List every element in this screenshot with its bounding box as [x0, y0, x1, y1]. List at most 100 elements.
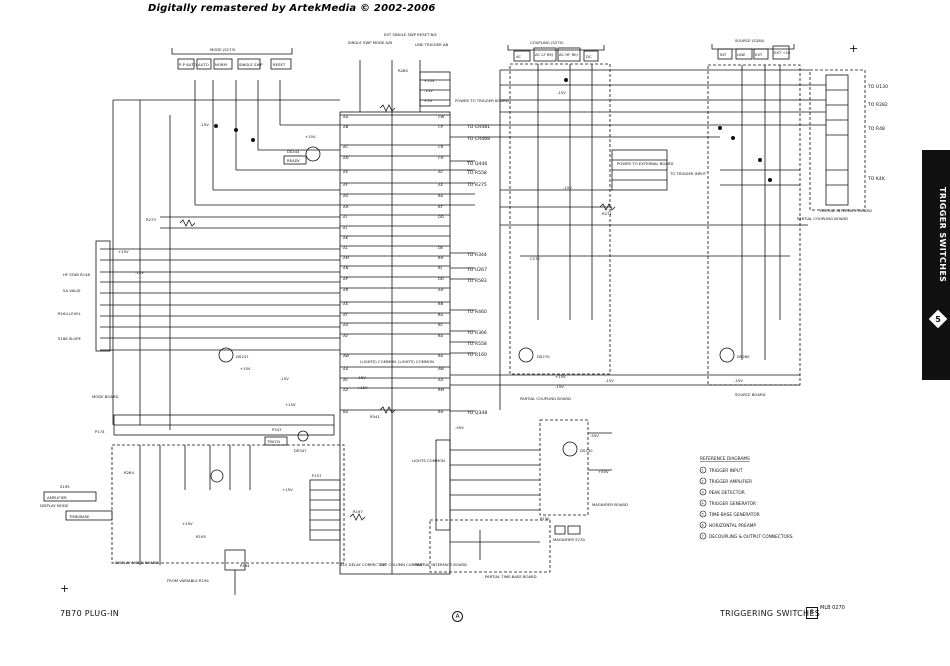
svg-text:AE: AE — [343, 169, 349, 174]
svg-text:1: 1 — [702, 469, 704, 473]
svg-text:DS730: DS730 — [580, 448, 593, 453]
svg-text:R273: R273 — [146, 217, 156, 222]
mode-button-single — [237, 58, 261, 70]
svg-text:+15V: +15V — [357, 385, 368, 390]
schematic-drawing: MODE (S273) P-P AUTO AUTO NORM SINGLE SW… — [40, 32, 888, 595]
svg-text:NORM: NORM — [215, 62, 227, 67]
svg-text:+15V: +15V — [282, 487, 293, 492]
svg-text:5: 5 — [935, 315, 941, 324]
svg-text:AE: AE — [438, 182, 444, 187]
svg-text:AC HF REJ: AC HF REJ — [559, 52, 578, 57]
source-button-ext10 — [772, 45, 790, 60]
svg-text:R541: R541 — [370, 414, 380, 419]
svg-text:-15V: -15V — [555, 384, 564, 389]
svg-text:P347: P347 — [272, 427, 282, 432]
svg-text:-15V: -15V — [734, 378, 743, 383]
svg-text:TO R558: TO R558 — [466, 341, 487, 347]
svg-text:TO R48: TO R48 — [867, 126, 885, 132]
svg-text:EXT COLUMN CURRENT: EXT COLUMN CURRENT — [380, 562, 425, 567]
svg-text:TO R344: TO R344 — [466, 252, 487, 258]
svg-text:PARTIAL COUPLING BOARD: PARTIAL COUPLING BOARD — [797, 216, 848, 221]
svg-text:+15V: +15V — [118, 249, 129, 254]
svg-text:TO Q446: TO Q446 — [466, 161, 487, 167]
svg-text:3: 3 — [702, 491, 704, 495]
section-tab — [922, 150, 950, 380]
svg-text:R264: R264 — [124, 470, 134, 475]
svg-text:EXT ÷10: EXT ÷10 — [774, 50, 791, 55]
svg-text:COUPLING (S270): COUPLING (S270) — [530, 40, 564, 45]
svg-text:AW: AW — [343, 353, 349, 358]
svg-text:AX: AX — [343, 366, 349, 371]
svg-text:TO R282: TO R282 — [867, 102, 888, 108]
svg-text:AY: AY — [343, 377, 348, 382]
svg-text:AP: AP — [343, 276, 349, 281]
svg-text:BA: BA — [438, 333, 444, 338]
svg-text:BH: BH — [438, 409, 444, 414]
svg-text:-50V: -50V — [590, 433, 599, 438]
coupling-button-achf — [557, 47, 581, 62]
svg-text:P-P AUTO: P-P AUTO — [179, 62, 197, 67]
svg-text:AW: AW — [438, 366, 444, 371]
svg-text:AF: AF — [343, 182, 348, 187]
svg-text:AA: AA — [343, 114, 349, 119]
svg-text:-15V: -15V — [280, 376, 289, 381]
svg-text:BH: BH — [438, 255, 444, 260]
svg-text:AR: AR — [343, 287, 349, 292]
svg-text:TO U267: TO U267 — [466, 267, 487, 273]
svg-text:B10 DELAY CORRECTOR: B10 DELAY CORRECTOR — [340, 562, 386, 567]
remaster-credit: Digitally remastered by ArtekMedia © 200… — [148, 3, 436, 14]
svg-text:AC: AC — [438, 169, 444, 174]
svg-text:AH: AH — [438, 287, 444, 292]
svg-text:TO K4K: TO K4K — [867, 176, 886, 182]
svg-text:TO R160: TO R160 — [466, 352, 487, 358]
trig-box — [264, 436, 288, 446]
svg-text:MAGNIFIER S730: MAGNIFIER S730 — [553, 537, 585, 542]
section-number-icon: 5 — [927, 308, 949, 330]
ds347 — [297, 430, 309, 442]
svg-text:DC: DC — [586, 54, 592, 59]
svg-text:AC LF REJ: AC LF REJ — [535, 52, 553, 57]
svg-text:SOURCE (S280): SOURCE (S280) — [735, 38, 765, 43]
mode-button-pp-auto — [177, 58, 195, 70]
partial-timebase-board — [429, 519, 551, 573]
svg-text:-15V: -15V — [557, 90, 566, 95]
reference-diagrams: REFERENCE DIAGRAMS 1 2 3 4 5 6 7 TRIGGER… — [699, 456, 793, 540]
svg-text:-15V: -15V — [563, 185, 572, 190]
svg-text:P157: P157 — [312, 473, 322, 478]
svg-text:TIME/BASE: TIME/BASE — [68, 514, 90, 519]
coupling-button-dc — [583, 50, 599, 62]
svg-text:R195: R195 — [196, 534, 206, 539]
svg-text:AC: AC — [343, 144, 349, 149]
svg-text:BJ: BJ — [438, 265, 442, 270]
svg-text:INT: INT — [720, 52, 727, 57]
svg-text:+15V: +15V — [555, 374, 566, 379]
svg-text:R271: R271 — [602, 211, 612, 216]
svg-text:LINE: LINE — [737, 52, 746, 57]
svg-text:HORIZONTAL PREAMP: HORIZONTAL PREAMP — [709, 523, 756, 529]
svg-text:CH: CH — [438, 155, 444, 160]
svg-text:AUTO: AUTO — [198, 62, 209, 67]
svg-text:AC: AC — [516, 54, 522, 59]
svg-text:DS247: DS247 — [236, 354, 249, 359]
left-connector — [95, 240, 111, 352]
svg-text:+15V: +15V — [182, 521, 193, 526]
svg-text:+50V: +50V — [598, 469, 609, 474]
svg-text:TRIG'D: TRIG'D — [266, 439, 280, 444]
svg-text:6: 6 — [702, 524, 704, 528]
svg-text:MAGNIFIER BOARD: MAGNIFIER BOARD — [592, 502, 628, 507]
svg-text:BA: BA — [438, 193, 444, 198]
svg-text:P194: P194 — [240, 563, 250, 568]
svg-text:AH: AH — [343, 204, 349, 209]
svg-text:SINGLE SWP MODE A/B: SINGLE SWP MODE A/B — [348, 40, 392, 45]
svg-text:TO R366: TO R366 — [466, 330, 487, 336]
svg-text:BC: BC — [438, 322, 444, 327]
svg-text:PARTIAL TIME-BASE BOARD: PARTIAL TIME-BASE BOARD — [485, 574, 537, 579]
svg-text:BT: BT — [438, 204, 444, 209]
svg-text:TRIGGER INPUT: TRIGGER INPUT — [708, 468, 743, 474]
ds730 — [562, 441, 578, 457]
svg-text:DECOUPLING & OUTPUT CONNECTORS: DECOUPLING & OUTPUT CONNECTORS — [709, 534, 793, 540]
svg-text:DS444: DS444 — [287, 149, 300, 154]
svg-text:AM: AM — [343, 255, 349, 260]
svg-text:AD: AD — [343, 155, 349, 160]
partial-coupling-board — [509, 63, 611, 375]
